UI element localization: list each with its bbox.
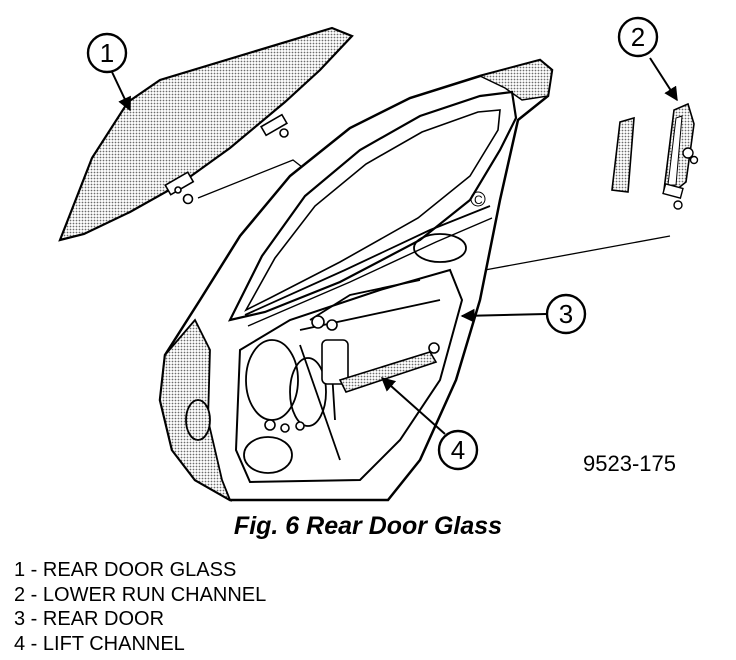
lower-run-channel	[611, 102, 699, 210]
callout-4-label: 4	[451, 435, 465, 465]
legend-separator: -	[25, 559, 43, 581]
callout-3-label: 3	[559, 299, 573, 329]
part-number: 9523-175	[583, 451, 676, 476]
legend-label: REAR DOOR	[42, 608, 165, 630]
legend-label: LOWER RUN CHANNEL	[42, 583, 267, 606]
legend-separator: -	[25, 608, 43, 630]
legend-separator: -	[25, 583, 43, 606]
legend-separator: -	[25, 632, 43, 655]
door-exploded-diagram: C 1 2 3 4	[58, 16, 699, 503]
legend-item: 2 - LOWER RUN CHANNEL	[14, 583, 266, 608]
legend-label: LIFT CHANNEL	[42, 632, 185, 655]
legend-label: REAR DOOR GLASS	[42, 559, 237, 581]
rear-door: C	[158, 58, 554, 503]
callout-1: 1	[86, 32, 131, 112]
callout-4: 4	[380, 377, 479, 471]
legend-number: 3	[14, 608, 26, 630]
figure-caption: Fig. 6 Rear Door Glass	[233, 512, 503, 540]
legend: 1 - REAR DOOR GLASS 2 - LOWER RUN CHANNE…	[14, 558, 266, 656]
legend-item: 1 - REAR DOOR GLASS	[14, 558, 266, 583]
legend-number: 1	[14, 559, 26, 581]
legend-number: 4	[14, 632, 26, 655]
legend-item: 3 - REAR DOOR	[14, 607, 266, 632]
svg-text:C: C	[474, 193, 483, 207]
callout-1-label: 1	[100, 38, 114, 68]
legend-item: 4 - LIFT CHANNEL	[14, 632, 266, 657]
legend-number: 2	[14, 583, 26, 606]
callout-3: 3	[460, 293, 587, 335]
callout-2-label: 2	[631, 22, 645, 52]
callout-2: 2	[617, 16, 678, 102]
